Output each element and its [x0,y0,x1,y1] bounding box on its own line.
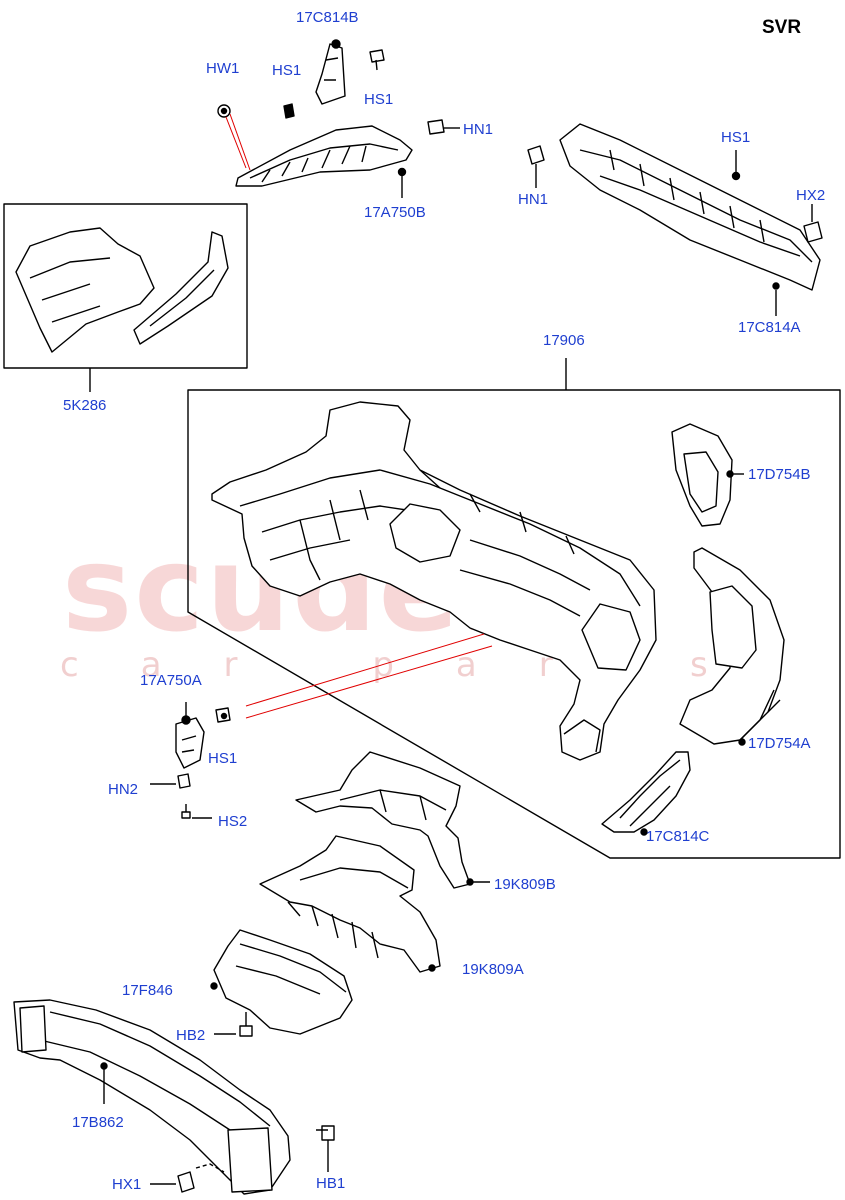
fastener-17C814C [640,828,648,836]
leader-hw1-b [229,113,251,171]
callout-hn1-b[interactable]: HN1 [518,191,549,208]
fastener-hn2 [177,773,191,789]
fastener-17A750A [181,715,191,725]
fastener-hs2 [181,804,191,819]
callout-hb2[interactable]: HB2 [176,1027,206,1044]
fastener-17F846 [210,982,218,990]
callout-5K286[interactable]: 5K286 [63,397,107,414]
fastener-hs1-b [283,103,295,119]
callout-17C814A[interactable]: 17C814A [738,319,801,336]
callout-hx2[interactable]: HX2 [796,187,826,204]
fastener-hs1-a [369,49,385,71]
callout-hn2[interactable]: HN2 [108,781,139,798]
part-17F846 [213,929,353,1035]
part-17906-bumper [211,401,657,761]
part-17A750B [235,125,413,187]
callout-hs1-b[interactable]: HS1 [364,91,394,108]
callout-17D754B[interactable]: 17D754B [748,466,811,483]
fastener-hn1-b [527,145,545,165]
assembly-bracket-17906 [187,358,841,859]
fastener-17C814B-top [331,39,341,49]
callout-hw1[interactable]: HW1 [206,60,240,77]
part-5K286-panel [15,227,155,353]
callout-hs1-d[interactable]: HS1 [208,750,238,767]
callout-17A750A[interactable]: 17A750A [140,672,202,689]
part-17C814A [559,123,821,291]
leader-17A750A-a [245,633,485,707]
leader-17A750A-b [245,645,493,719]
part-17C814B [315,43,346,105]
inset-box-5K286 [3,203,248,369]
variant-label: SVR [762,17,802,38]
callout-17C814B[interactable]: 17C814B [296,9,359,26]
fastener-17C814A [772,282,780,290]
callout-hs2[interactable]: HS2 [218,813,248,830]
part-17A750A [175,717,205,769]
callout-hs1-c[interactable]: HS1 [721,129,751,146]
callout-17906[interactable]: 17906 [543,332,585,349]
fastener-hx2 [803,221,823,243]
callout-17D754A[interactable]: 17D754A [748,735,811,752]
callout-hx1[interactable]: HX1 [112,1176,142,1193]
callout-17B862[interactable]: 17B862 [72,1114,124,1131]
callout-hb1[interactable]: HB1 [316,1175,346,1192]
part-17C814C [601,751,691,833]
callout-hn1-a[interactable]: HN1 [463,121,494,138]
callout-17F846[interactable]: 17F846 [122,982,173,999]
fastener-17D754A [738,738,746,746]
fastener-hn1-a [427,119,445,135]
leader-hw1-a [225,116,247,169]
callout-hs1-a[interactable]: HS1 [272,62,302,79]
callout-17A750B[interactable]: 17A750B [364,204,426,221]
fastener-hb2 [239,1012,253,1037]
fastener-19K809A [428,964,436,972]
part-19K809B [295,751,471,889]
callout-19K809B[interactable]: 19K809B [494,876,556,893]
fastener-hs1-c [731,171,741,181]
fastener-hb1 [316,1125,335,1141]
part-19K809A [259,835,441,973]
part-5K286-strip [133,231,229,345]
callout-17C814C[interactable]: 17C814C [646,828,710,845]
fastener-hx1 [177,1171,195,1193]
callout-19K809A[interactable]: 19K809A [462,961,524,978]
